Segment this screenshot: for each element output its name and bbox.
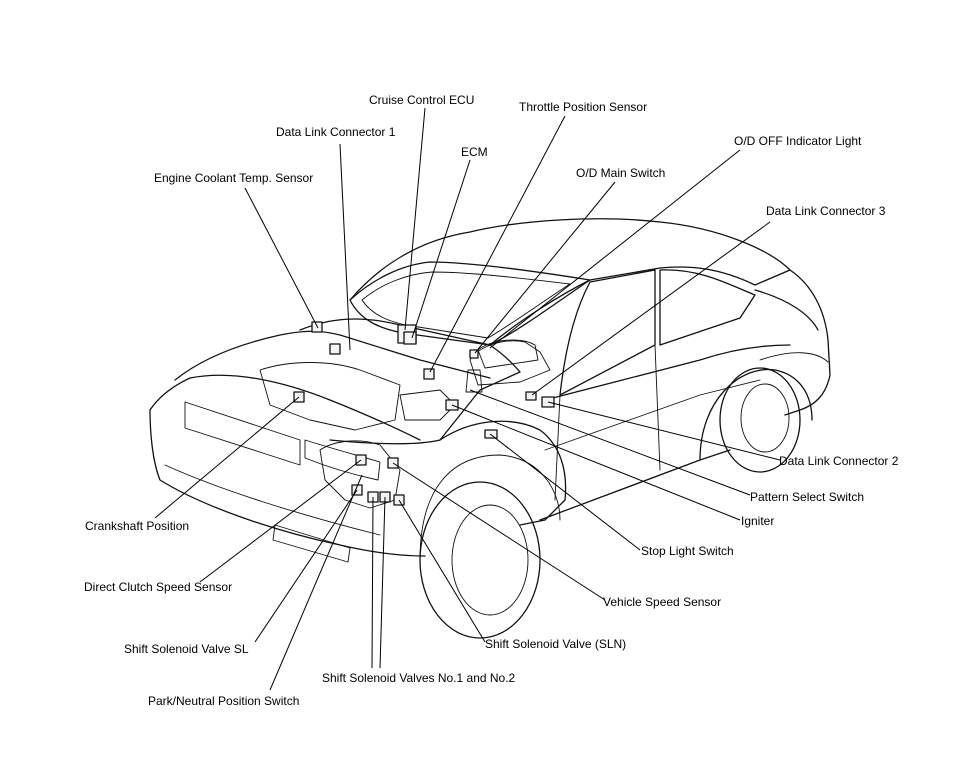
- leader-data-link-connector-3: [531, 221, 771, 396]
- engine-bay: [174, 330, 491, 381]
- leader-igniter: [451, 404, 741, 521]
- engine-block: [259, 362, 401, 431]
- leader-cruise-control-ecu: [404, 107, 426, 331]
- door-line-rear: [654, 344, 661, 471]
- label-park-neutral-position-switch: Park/Neutral Position Switch: [148, 694, 300, 708]
- hood-outline: [299, 318, 521, 445]
- stop-light-switch: [484, 429, 498, 439]
- leader-od-off-indicator-light: [489, 149, 741, 349]
- label-engine-coolant-temp-sensor: Engine Coolant Temp. Sensor: [154, 171, 314, 185]
- transaxle: [319, 440, 401, 509]
- label-vehicle-speed-sensor: Vehicle Speed Sensor: [603, 595, 722, 609]
- leader-data-link-connector-2: [547, 401, 781, 461]
- label-stop-light-switch: Stop Light Switch: [641, 544, 734, 558]
- leader-shift-solenoid-valve-sln: [398, 499, 486, 643]
- dlc3-box: [525, 391, 537, 401]
- body-side: [544, 344, 791, 401]
- rear-door-window: [659, 269, 756, 346]
- front-rim: [451, 504, 529, 616]
- label-throttle-position-sensor: Throttle Position Sensor: [519, 100, 648, 114]
- label-od-main-switch: O/D Main Switch: [576, 166, 666, 180]
- headlight: [304, 439, 381, 481]
- leader-pattern-select-switch: [469, 389, 751, 496]
- leader-throttle-position-sensor: [429, 115, 566, 373]
- c-pillar: [754, 289, 819, 331]
- leader-od-main-switch: [474, 181, 616, 354]
- label-ecm: ECM: [461, 145, 488, 159]
- leader-engine-coolant-temp-sensor: [244, 187, 319, 329]
- front-wheel-arch: [419, 454, 561, 561]
- body-crease: [544, 379, 761, 451]
- label-od-off-indicator-light: O/D OFF Indicator Light: [734, 134, 862, 148]
- air-cleaner: [399, 389, 456, 421]
- leader-shift-solenoid-valve-sl: [254, 489, 358, 643]
- instrument-hood: [477, 339, 539, 369]
- label-igniter: Igniter: [741, 514, 775, 528]
- rear-wheel-arch: [699, 368, 813, 461]
- dlc1-box: [329, 343, 341, 355]
- label-data-link-connector-3: Data Link Connector 3: [766, 204, 886, 218]
- leader-crankshaft-position: [154, 396, 300, 519]
- windshield-inner: [361, 271, 571, 339]
- leader-stop-light-switch: [489, 433, 641, 551]
- grille-opening: [184, 401, 301, 466]
- label-cruise-control-ecu: Cruise Control ECU: [369, 93, 475, 107]
- label-direct-clutch-speed-sensor: Direct Clutch Speed Sensor: [84, 580, 233, 594]
- bumper-lower-intake: [272, 524, 351, 563]
- label-shift-solenoid-valve-sl: Shift Solenoid Valve SL: [124, 642, 249, 656]
- label-shift-solenoid-valves-no1-no2: Shift Solenoid Valves No.1 and No.2: [322, 671, 516, 685]
- leader-solenoid-no1: [371, 496, 374, 669]
- label-pattern-select-switch: Pattern Select Switch: [750, 490, 865, 504]
- leader-ecm: [411, 159, 471, 339]
- leader-data-link-connector-1: [339, 143, 351, 351]
- leader-solenoid-no2: [379, 496, 386, 669]
- gear-selector: [465, 369, 483, 393]
- front-door-window: [559, 269, 656, 396]
- leader-park-neutral-position-switch: [269, 474, 363, 691]
- rear-bumper-line: [759, 352, 829, 363]
- rear-rim: [740, 383, 790, 453]
- leader-vehicle-speed-sensor: [392, 462, 606, 601]
- bumper-lower-line: [164, 464, 381, 536]
- od-switch: [469, 349, 479, 359]
- label-data-link-connector-1: Data Link Connector 1: [276, 125, 396, 139]
- throttle-sensor: [423, 368, 435, 380]
- front-fender: [439, 420, 567, 526]
- front-face: [149, 374, 421, 441]
- label-data-link-connector-2: Data Link Connector 2: [779, 454, 899, 468]
- rear-tire: [719, 367, 801, 473]
- leader-direct-clutch-speed-sensor: [199, 459, 362, 583]
- label-shift-solenoid-valve-sln: Shift Solenoid Valve (SLN): [485, 637, 627, 651]
- label-crankshaft-position: Crankshaft Position: [85, 519, 190, 533]
- front-bumper: [149, 409, 426, 557]
